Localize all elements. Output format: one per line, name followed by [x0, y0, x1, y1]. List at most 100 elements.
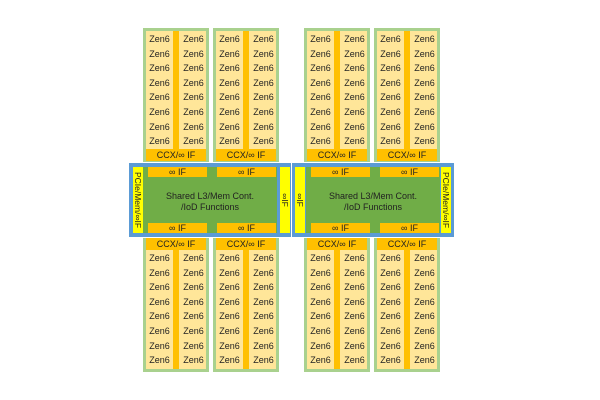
- zen6-core: Zen6: [183, 253, 204, 263]
- zen6-core: Zen6: [414, 311, 435, 322]
- zen6-core: Zen6: [310, 34, 331, 44]
- zen6-core: Zen6: [183, 77, 204, 88]
- zen6-core: Zen6: [380, 63, 401, 74]
- zen6-core: Zen6: [414, 107, 435, 117]
- zen6-core: Zen6: [183, 63, 204, 74]
- ccx-if-label: CCX/∞ IF: [307, 149, 367, 161]
- zen6-core: Zen6: [414, 282, 435, 293]
- zen6-core: Zen6: [344, 340, 365, 351]
- ccx-internal-interconnect: [404, 31, 410, 150]
- pcie-mem-if-strip: PCIe/Mem/∞IF: [441, 167, 451, 233]
- zen6-core: Zen6: [414, 253, 435, 263]
- zen6-core: Zen6: [380, 311, 401, 322]
- zen6-core: Zen6: [253, 77, 274, 88]
- zen6-core: Zen6: [183, 326, 204, 336]
- zen6-core: Zen6: [310, 136, 331, 147]
- zen6-core: Zen6: [219, 121, 240, 132]
- zen6-core: Zen6: [149, 136, 170, 147]
- zen6-core: Zen6: [149, 296, 170, 307]
- zen6-core: Zen6: [310, 296, 331, 307]
- zen6-core: Zen6: [149, 267, 170, 278]
- zen6-core: Zen6: [253, 311, 274, 322]
- ccx-internal-interconnect: [334, 250, 340, 369]
- io-die-right: Shared L3/Mem Cont./IoD Functions ∞ IF ∞ I…: [292, 163, 454, 237]
- zen6-core: Zen6: [310, 311, 331, 322]
- zen6-core: Zen6: [183, 267, 204, 278]
- zen6-core: Zen6: [414, 63, 435, 74]
- zen6-core: Zen6: [344, 121, 365, 132]
- zen6-core: Zen6: [219, 355, 240, 366]
- zen6-core: Zen6: [414, 77, 435, 88]
- zen6-core: Zen6: [219, 326, 240, 336]
- ccx-internal-interconnect: [404, 250, 410, 369]
- ccx-if-label: CCX/∞ IF: [146, 149, 206, 161]
- die-link-if-label: ∞IF: [280, 193, 290, 207]
- ccx-internal-interconnect: [334, 31, 340, 150]
- zen6-core: Zen6: [149, 34, 170, 44]
- zen6-core: Zen6: [414, 326, 435, 336]
- zen6-core: Zen6: [219, 267, 240, 278]
- zen6-core: Zen6: [380, 355, 401, 366]
- zen6-core: Zen6: [414, 355, 435, 366]
- zen6-core: Zen6: [253, 136, 274, 147]
- ccx-if-label: CCX/∞ IF: [146, 238, 206, 250]
- ccx-internal-interconnect: [173, 250, 179, 369]
- infinity-fabric-port: ∞ IF: [217, 167, 276, 177]
- zen6-core: Zen6: [380, 340, 401, 351]
- ccx-if-label: CCX/∞ IF: [307, 238, 367, 250]
- zen6-core: Zen6: [310, 63, 331, 74]
- infinity-fabric-port: ∞ IF: [148, 167, 207, 177]
- zen6-core: Zen6: [149, 48, 170, 59]
- ccx-internal-interconnect: [243, 250, 249, 369]
- zen6-core: Zen6: [253, 34, 274, 44]
- zen6-core: Zen6: [149, 121, 170, 132]
- zen6-core: Zen6: [219, 296, 240, 307]
- ccx-if-label: CCX/∞ IF: [216, 238, 276, 250]
- infinity-fabric-port: ∞ IF: [311, 167, 370, 177]
- zen6-core: Zen6: [310, 340, 331, 351]
- pcie-mem-if-strip: PCIe/Mem/∞IF: [133, 167, 143, 233]
- zen6-core: Zen6: [253, 355, 274, 366]
- zen6-core: Zen6: [380, 253, 401, 263]
- zen6-core: Zen6: [310, 282, 331, 293]
- zen6-core: Zen6: [253, 107, 274, 117]
- infinity-fabric-port: ∞ IF: [380, 223, 439, 233]
- zen6-core: Zen6: [380, 92, 401, 103]
- zen6-core: Zen6: [310, 48, 331, 59]
- zen6-core: Zen6: [310, 267, 331, 278]
- die-to-die-if-strip: ∞IF: [280, 167, 290, 233]
- ccx-if-label: CCX/∞ IF: [377, 149, 437, 161]
- zen6-core: Zen6: [344, 326, 365, 336]
- zen6-core: Zen6: [149, 340, 170, 351]
- zen6-core: Zen6: [310, 92, 331, 103]
- zen6-core: Zen6: [183, 121, 204, 132]
- zen6-core: Zen6: [149, 326, 170, 336]
- zen6-core: Zen6: [219, 34, 240, 44]
- zen6-core: Zen6: [344, 267, 365, 278]
- zen6-core: Zen6: [310, 355, 331, 366]
- zen6-core: Zen6: [183, 107, 204, 117]
- zen6-core: Zen6: [344, 296, 365, 307]
- zen6-core: Zen6: [253, 253, 274, 263]
- die-link-if-label: ∞IF: [295, 193, 305, 207]
- infinity-fabric-port: ∞ IF: [380, 167, 439, 177]
- zen6-core: Zen6: [183, 34, 204, 44]
- zen6-core: Zen6: [183, 92, 204, 103]
- shared-l3-label: Shared L3/Mem Cont./IoD Functions: [306, 191, 440, 213]
- die-to-die-if-strip: ∞IF: [295, 167, 305, 233]
- zen6-core: Zen6: [380, 136, 401, 147]
- zen6-core: Zen6: [253, 296, 274, 307]
- zen6-core: Zen6: [344, 63, 365, 74]
- die-core-area: Shared L3/Mem Cont./IoD Functions: [143, 167, 277, 233]
- zen6-core: Zen6: [253, 121, 274, 132]
- zen6-core: Zen6: [380, 296, 401, 307]
- zen6-core: Zen6: [253, 92, 274, 103]
- zen6-core: Zen6: [149, 63, 170, 74]
- zen6-core: Zen6: [414, 121, 435, 132]
- zen6-core: Zen6: [380, 34, 401, 44]
- zen6-core: Zen6: [183, 48, 204, 59]
- zen6-core: Zen6: [183, 296, 204, 307]
